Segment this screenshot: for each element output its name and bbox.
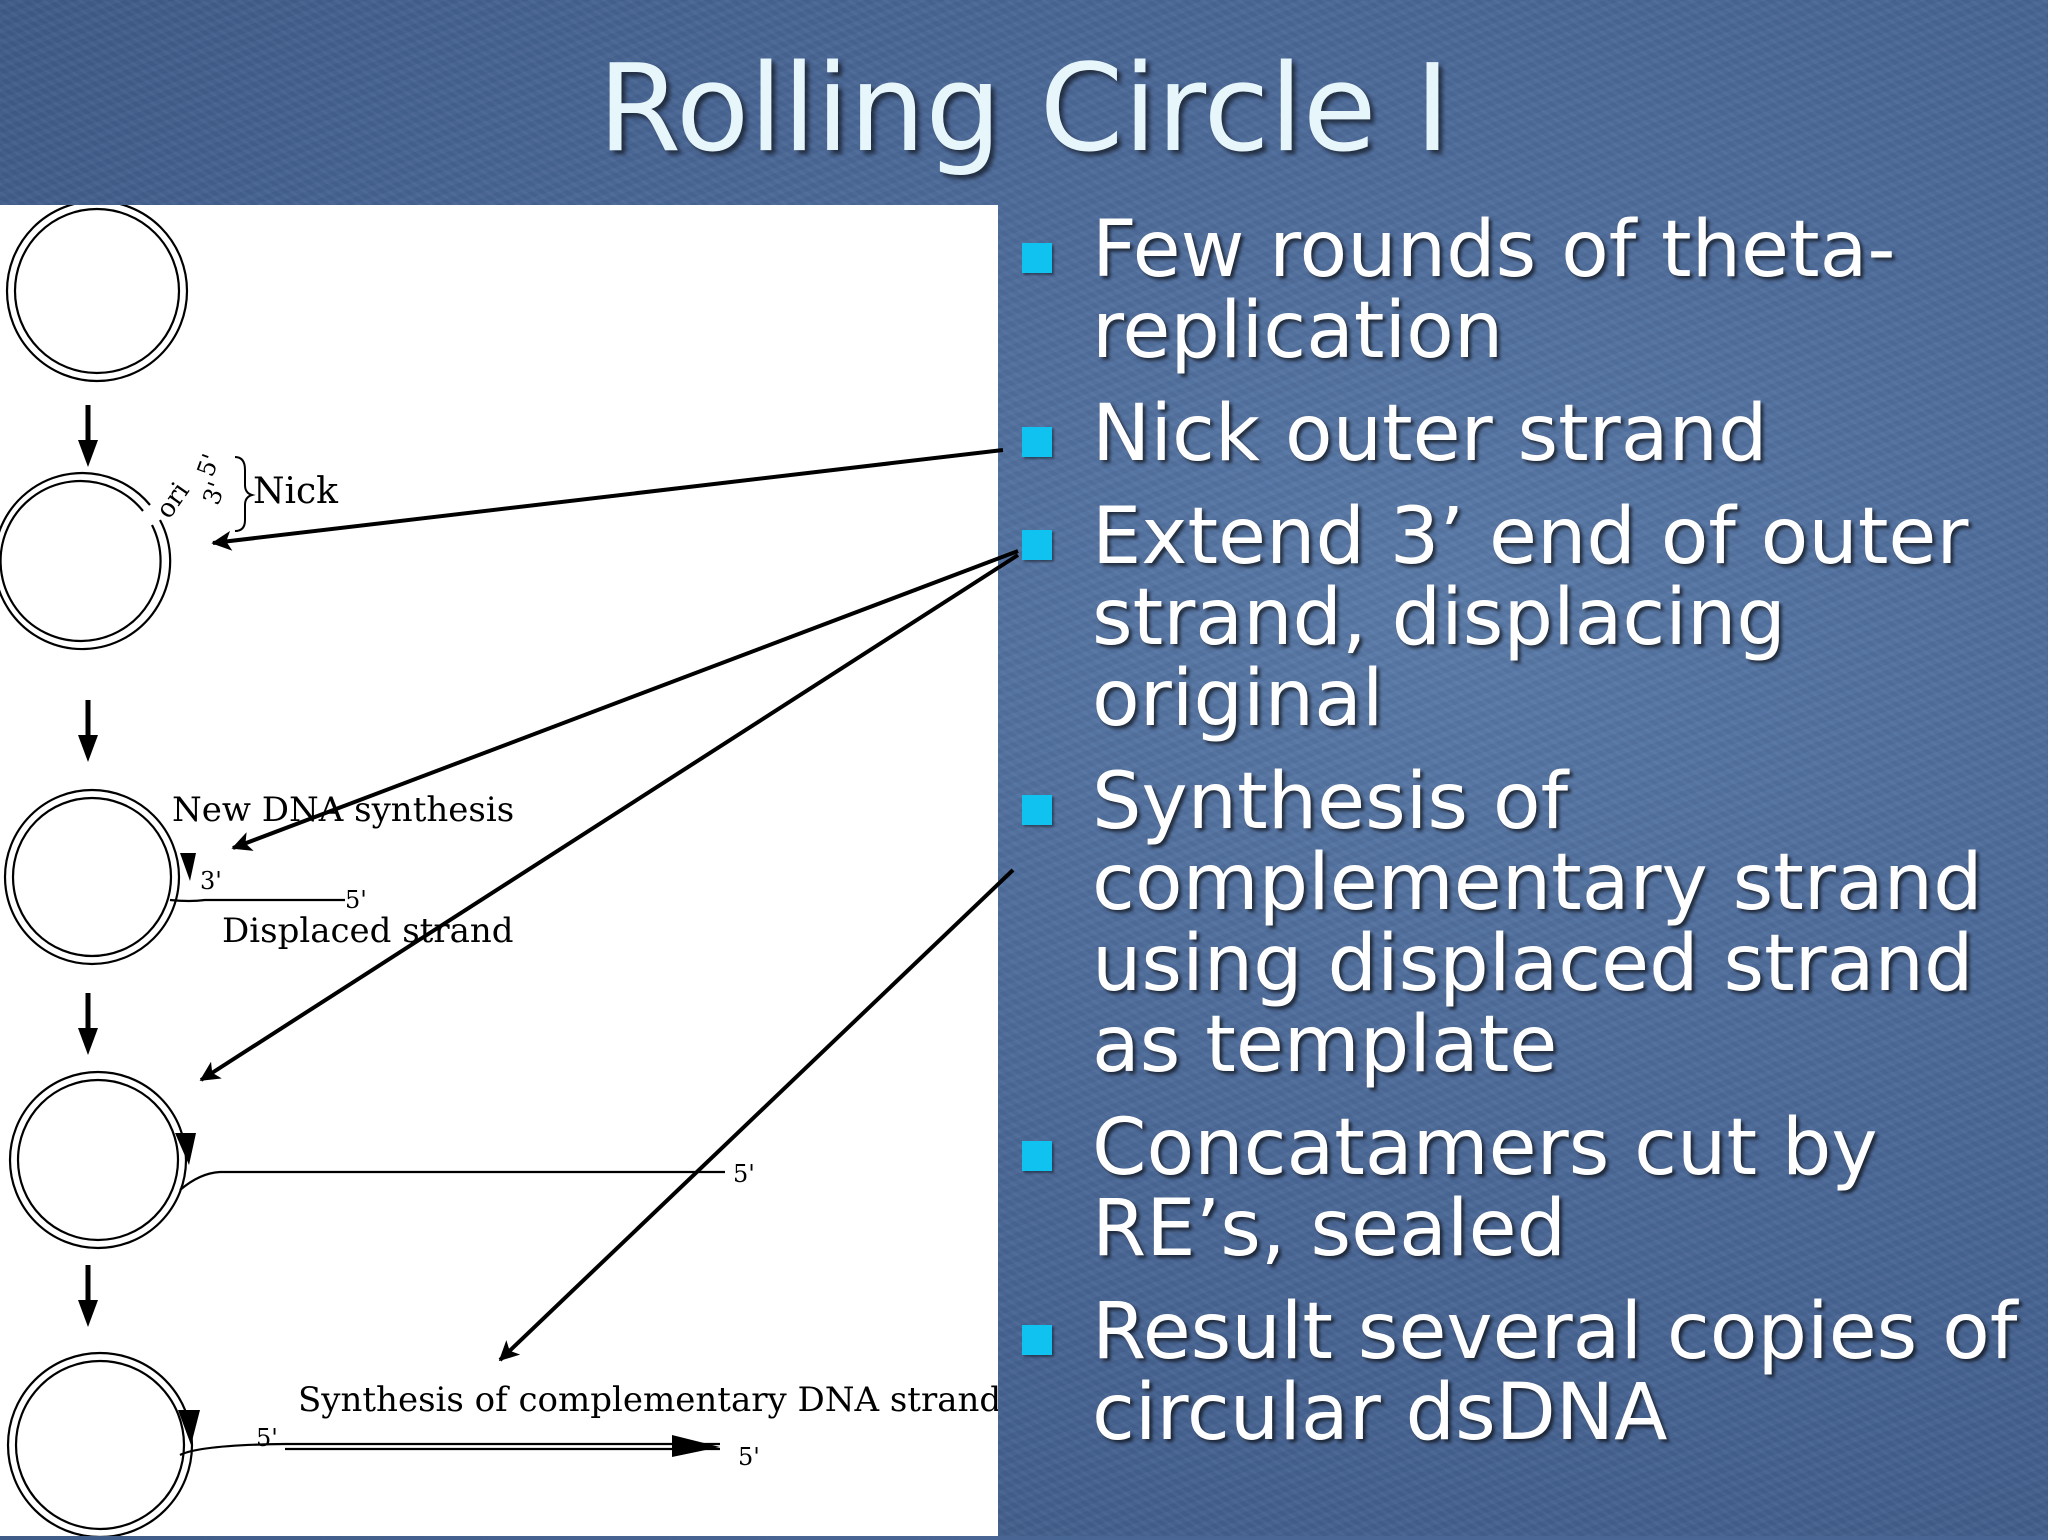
synthesis-arrowhead bbox=[672, 1435, 720, 1457]
plasmid-circle-1 bbox=[5, 199, 189, 383]
plasmid-circle-5 bbox=[6, 1351, 194, 1539]
step-arrowhead-1 bbox=[78, 440, 98, 467]
bullet-square-icon bbox=[1022, 243, 1052, 273]
new-dna-label: New DNA synthesis bbox=[172, 790, 514, 830]
displaced-tail-3 bbox=[169, 898, 345, 903]
growth-marker-5 bbox=[178, 1410, 200, 1445]
bullet-square-icon bbox=[1022, 1141, 1052, 1171]
bullet-square-icon bbox=[1022, 530, 1052, 560]
bullet-item: Extend 3’ end of outer strand, displacin… bbox=[1018, 497, 2038, 740]
rolling-circle-diagram: ori 5' 3' Nick New DNA synthesis 3' 5' D… bbox=[0, 199, 1001, 1539]
bullet-item: Nick outer strand bbox=[1018, 394, 2038, 475]
nick-label: Nick bbox=[253, 471, 339, 512]
plasmid-circle-3 bbox=[3, 788, 181, 966]
five-prime-label-1: 5' bbox=[345, 886, 367, 914]
bullet-square-icon bbox=[1022, 1325, 1052, 1355]
slide-title: Rolling Circle I bbox=[597, 40, 1451, 179]
growth-marker-4 bbox=[175, 1133, 196, 1165]
bullet-item: Result several copies of circular dsDNA bbox=[1018, 1292, 2038, 1454]
five-prime-label-3b: 5' bbox=[738, 1443, 760, 1471]
plasmid-circle-2 bbox=[0, 471, 172, 651]
displaced-strand-label: Displaced strand bbox=[222, 911, 514, 951]
step-arrowhead-3 bbox=[78, 1028, 98, 1055]
step-arrowhead-2 bbox=[78, 735, 98, 762]
bullet-item: Synthesis of complementary strand using … bbox=[1018, 762, 2038, 1086]
nick-brace bbox=[234, 456, 256, 532]
bullet-square-icon bbox=[1022, 795, 1052, 825]
figure-panel: ori 5' 3' Nick New DNA synthesis 3' 5' D… bbox=[0, 199, 1001, 1539]
five-prime-label-3a: 5' bbox=[256, 1424, 278, 1452]
bullet-item: Few rounds of theta-replication bbox=[1018, 210, 2038, 372]
displaced-tail-5a bbox=[179, 1442, 720, 1456]
plasmid-circle-4 bbox=[8, 1070, 188, 1250]
growth-marker-3 bbox=[180, 853, 196, 881]
five-prime-label-2: 5' bbox=[733, 1160, 755, 1188]
step-arrowhead-4 bbox=[78, 1300, 98, 1327]
bullet-list: Few rounds of theta-replication Nick out… bbox=[1018, 210, 2038, 1476]
displaced-tail-4 bbox=[179, 1170, 725, 1191]
nick-3-label: 3' bbox=[197, 478, 231, 508]
three-prime-label: 3' bbox=[200, 867, 222, 895]
bullet-item: Concatamers cut by RE’s, sealed bbox=[1018, 1108, 2038, 1270]
synthesis-label: Synthesis of complementary DNA strand bbox=[298, 1380, 998, 1420]
nick-5-label: 5' bbox=[192, 450, 226, 480]
ori-label: ori bbox=[150, 477, 195, 524]
bullet-square-icon bbox=[1022, 427, 1052, 457]
